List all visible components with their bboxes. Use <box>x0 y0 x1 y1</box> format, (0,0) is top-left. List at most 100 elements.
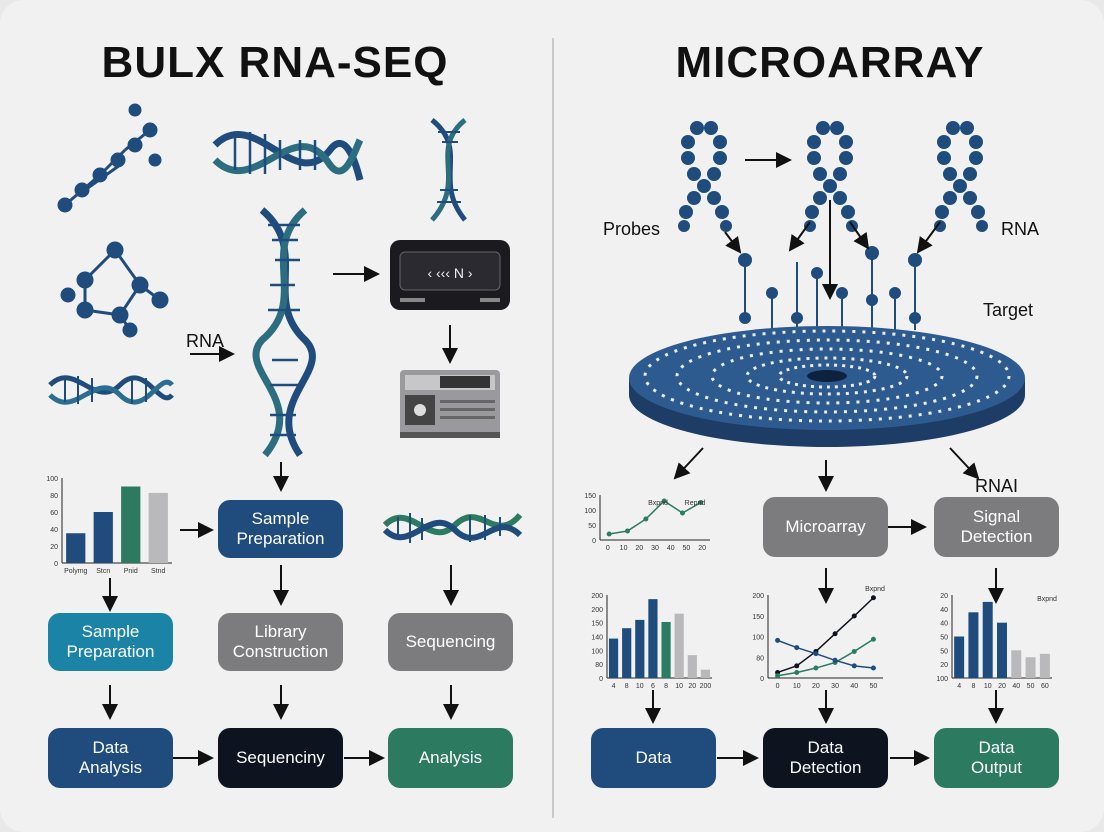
chart-0-ytick: 0 <box>54 561 58 568</box>
sample-preparation-box: Sample Preparation <box>48 613 173 671</box>
chart-2-ytick: 200 <box>591 607 603 614</box>
chart-4-bar <box>954 636 965 678</box>
microarray-box: Microarray <box>763 497 888 557</box>
chart-3-point <box>851 648 857 654</box>
chart-3-point <box>870 665 876 671</box>
chart-1-ytick: 100 <box>584 508 596 515</box>
chart-2-ytick: 80 <box>595 662 603 669</box>
sequencing-bottom-box: Sequenciny <box>218 728 343 788</box>
chart-0-ytick: 80 <box>50 493 58 500</box>
chart-3-ytick: 200 <box>752 593 764 600</box>
chart-4-ytick: 20 <box>940 662 948 669</box>
chart-3-series-line <box>777 597 874 674</box>
chart-0-bar <box>66 533 86 563</box>
chart-3-xtick: 40 <box>850 683 858 690</box>
chart-3-point <box>794 669 800 675</box>
library-construction-box: Library Construction <box>218 613 343 671</box>
chart-2-xtick: 10 <box>675 683 683 690</box>
chart-3-point <box>813 665 819 671</box>
data-detection-box: Data Detection <box>763 728 888 788</box>
probe-pins <box>738 246 922 330</box>
left-flow-arrows <box>102 266 459 766</box>
chart-3-point <box>794 645 800 651</box>
chart-0-ytick: 40 <box>50 527 58 534</box>
chart-1-annotation: Bxpnd <box>648 500 668 507</box>
chart-3-point <box>775 637 781 643</box>
chart-1-point <box>643 516 649 522</box>
chart-4-xtick: 50 <box>1027 683 1035 690</box>
data-box: Data <box>591 728 716 788</box>
chart-3-xtick: 0 <box>776 683 780 690</box>
chart-0-bar <box>121 486 141 563</box>
chart-3-point <box>870 636 876 642</box>
chart-3-series-line <box>777 638 874 677</box>
chart-4-bar <box>997 622 1007 678</box>
chart-1-xtick: 20 <box>635 545 643 552</box>
chart-3-point <box>870 595 876 601</box>
chart-4-ytick: 40 <box>940 607 948 614</box>
analysis-box: Analysis <box>388 728 513 788</box>
analyzer-machine-icon <box>400 370 500 438</box>
chart-1-point <box>625 528 630 534</box>
chart-2-bar <box>648 599 658 678</box>
chart-3-xtick: 10 <box>793 683 801 690</box>
chart-2-bar <box>661 621 671 678</box>
chart-0-ytick: 100 <box>46 476 58 483</box>
chart-3-point <box>851 613 857 619</box>
chart-3-xtick: 30 <box>831 683 839 690</box>
chart-4-bar <box>982 601 993 678</box>
chart-4-annotation: Bxpnd <box>1037 596 1057 603</box>
chart-4-xtick: 40 <box>1012 683 1020 690</box>
svg-text:‹ ‹‹‹ N ›: ‹ ‹‹‹ N › <box>427 265 472 281</box>
chart-1-annotation: Repnd <box>685 500 706 507</box>
chart-1-ytick: 150 <box>584 493 596 500</box>
chart-4-xtick: 4 <box>957 683 961 690</box>
chart-4-ytick: 20 <box>940 593 948 600</box>
chart-3-ytick: 80 <box>756 655 764 662</box>
chart-3-xtick: 20 <box>812 683 820 690</box>
chart-1-xtick: 0 <box>606 545 610 552</box>
chart-4-xtick: 60 <box>1041 683 1049 690</box>
chart-0-ytick: 60 <box>50 510 58 517</box>
chart-2-ytick: 200 <box>591 593 603 600</box>
chart-4-ytick: 50 <box>940 635 948 642</box>
chart-4-xtick: 8 <box>971 683 975 690</box>
chart-0-xtick: Pnid <box>124 568 138 575</box>
chart-1-xtick: 40 <box>667 545 675 552</box>
chart-2-bar <box>687 655 697 678</box>
chart-2-bar <box>700 669 711 678</box>
chart-4-xtick: 20 <box>998 683 1006 690</box>
chart-1-point <box>698 500 704 505</box>
panel-divider <box>552 38 554 818</box>
chart-1-point <box>661 498 667 504</box>
chart-3-ytick: 0 <box>760 676 764 683</box>
microarray-title: MICROARRAY <box>675 38 985 87</box>
signal-detection-box: Signal Detection <box>934 497 1059 557</box>
bulk-rna-seq-title: BULX RNA-SEQ <box>101 38 449 87</box>
chart-0-xtick: Polymg <box>64 568 87 575</box>
chart-4-ytick: 50 <box>940 648 948 655</box>
chart-0-xtick: Stcn <box>96 568 110 575</box>
target-label: Target <box>983 300 1034 320</box>
chart-3-xtick: 50 <box>870 683 878 690</box>
chart-1-xtick: 10 <box>620 545 628 552</box>
sample-preparation-top-box: Sample Preparation <box>218 500 343 558</box>
dna-helix-wave-icon <box>382 512 523 543</box>
chart-3-point <box>813 651 819 657</box>
chart-3-point <box>794 663 800 669</box>
molecule-chain-icon <box>57 103 162 213</box>
chart-2-xtick: 8 <box>625 683 629 690</box>
chart-2-xtick: 200 <box>700 683 712 690</box>
chart-2-xtick: 4 <box>612 683 616 690</box>
chart-4-bar <box>1011 650 1022 678</box>
chart-0-bar <box>93 512 113 563</box>
chart-1-series-line <box>609 500 702 535</box>
chart-0-ytick: 20 <box>50 544 58 551</box>
chart-4-bar <box>1025 657 1036 678</box>
chart-3-annotation: Bxpnd <box>865 586 885 593</box>
dna-helix-vertical-small-icon <box>430 118 467 222</box>
dna-helix-top-icon <box>212 130 364 181</box>
